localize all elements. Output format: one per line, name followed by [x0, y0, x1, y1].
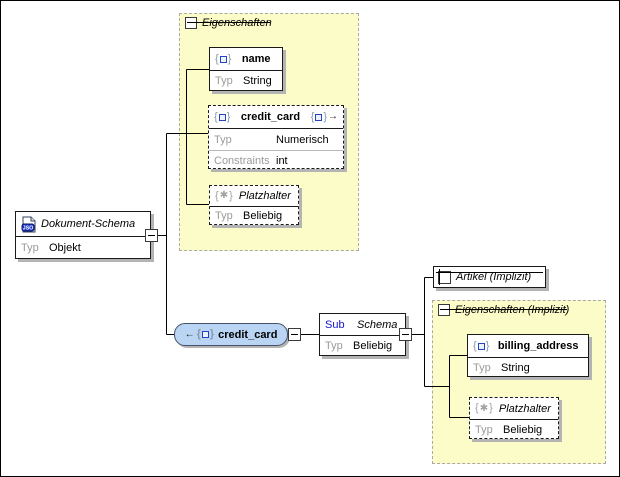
row-value: Beliebig	[503, 423, 543, 436]
container-eigenschaften-implizit-header: Eigenschaften (Implizit)	[438, 304, 569, 316]
property-icon: {}	[473, 339, 490, 352]
container-eigenschaften-header: Eigenschaften	[185, 17, 272, 29]
collapse-icon[interactable]	[399, 328, 412, 341]
node-title: Platzhalter	[238, 190, 291, 202]
node-platzhalter-implizit[interactable]: {✱} Platzhalter Typ Beliebig	[469, 397, 559, 439]
row-label: Typ	[325, 340, 343, 352]
element-title: credit_card	[218, 328, 278, 341]
container-label: Eigenschaften	[202, 17, 272, 29]
element-credit-card[interactable]: ←{} credit_card	[174, 323, 288, 346]
node-billing-address[interactable]: {} billing_address Typ String	[467, 334, 589, 377]
row-value: Beliebig	[243, 210, 283, 222]
property-reference-icon: {}→	[310, 110, 338, 123]
container-label: Eigenschaften (Implizit)	[455, 304, 570, 316]
node-title: Artikel (Implizit)	[456, 271, 532, 283]
node-sub-schema[interactable]: Sub Schema Typ Beliebig	[319, 313, 406, 356]
expand-icon[interactable]	[438, 270, 451, 284]
property-icon: {}	[214, 110, 231, 123]
json-schema-doc-icon: JSO	[21, 216, 36, 232]
node-title: Schema	[357, 318, 398, 331]
property-icon: {}	[215, 52, 232, 65]
node-artikel-implizit[interactable]: Artikel (Implizit)	[433, 266, 546, 288]
container-eigenschaften-implizit[interactable]: Eigenschaften (Implizit)	[432, 300, 606, 464]
row-label: Constraints	[214, 154, 270, 167]
row-value: int	[276, 154, 288, 167]
node-title: billing_address	[497, 340, 579, 352]
node-name-property[interactable]: {} name Typ String	[209, 47, 283, 91]
placeholder-icon: {✱}	[475, 402, 493, 414]
element-reference-icon: ←{}	[184, 328, 215, 340]
row-value: String	[501, 361, 530, 374]
row-label: Typ	[475, 423, 493, 436]
collapse-icon[interactable]	[288, 328, 301, 341]
node-dokument-schema[interactable]: JSO Dokument-Schema Typ Objekt	[15, 211, 151, 259]
node-credit-card-property[interactable]: {} credit_card {}→ Typ Numerisch Constra…	[208, 105, 344, 169]
placeholder-icon: {✱}	[215, 189, 233, 202]
node-title: name	[241, 53, 271, 65]
node-title: Platzhalter	[498, 402, 551, 415]
row-label: Typ	[215, 210, 233, 222]
row-label: Typ	[214, 133, 232, 146]
row-value: String	[243, 75, 272, 87]
row-label: Typ	[215, 75, 233, 87]
row-value: Numerisch	[276, 133, 329, 146]
node-kind-label: Sub	[325, 318, 345, 331]
node-title: Dokument-Schema	[41, 218, 136, 230]
collapse-icon[interactable]	[185, 17, 197, 29]
svg-text:JSO: JSO	[23, 225, 34, 231]
collapse-icon[interactable]	[438, 304, 450, 316]
row-value: Beliebig	[353, 340, 393, 352]
row-value: Objekt	[49, 242, 81, 254]
node-platzhalter[interactable]: {✱} Platzhalter Typ Beliebig	[209, 185, 299, 225]
collapse-icon[interactable]	[145, 229, 158, 242]
node-title: credit_card	[240, 111, 301, 123]
row-label: Typ	[21, 242, 39, 254]
row-label: Typ	[473, 361, 491, 374]
